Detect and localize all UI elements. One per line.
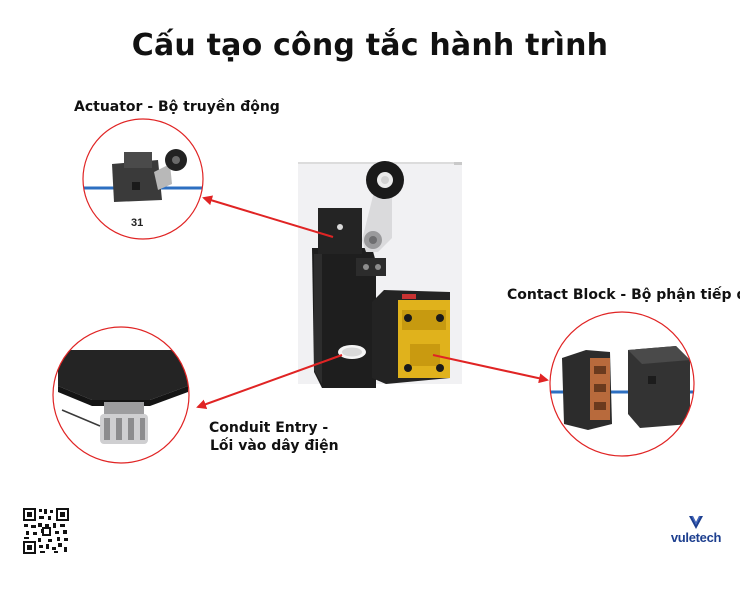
arrow-conduit-entry: [196, 354, 343, 409]
logo-text: vuletech: [670, 530, 722, 545]
pointer-arrows: [196, 195, 549, 409]
arrow-contact-block: [432, 354, 549, 384]
limit-switch-photo: [298, 161, 462, 388]
actuator-detail: [82, 118, 204, 240]
arrow-actuator: [202, 195, 334, 238]
actuator-label: Actuator - Bộ truyền động: [74, 99, 280, 115]
conduit-entry-detail: [52, 326, 190, 464]
logo-mark-icon: [689, 515, 703, 529]
qr-code[interactable]: [22, 507, 70, 555]
page-title: Cấu tạo công tắc hành trình: [131, 28, 609, 63]
conduit-entry-label-line1: Conduit Entry -: [209, 420, 329, 436]
contact-block-label: Contact Block - Bộ phận tiếp điểm: [507, 287, 740, 303]
vuletech-logo[interactable]: vuletech: [666, 514, 726, 554]
conduit-entry-label: Conduit Entry - Lối vào dây điện: [209, 419, 339, 455]
conduit-entry-label-line2: Lối vào dây điện: [210, 438, 339, 454]
detail-number: 31: [131, 217, 144, 229]
contact-block-detail: [549, 311, 695, 457]
